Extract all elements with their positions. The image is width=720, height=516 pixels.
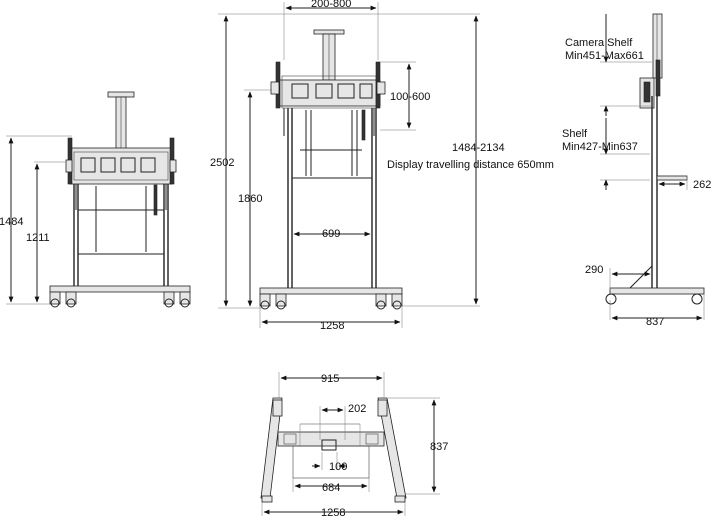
dim-202: 202 xyxy=(348,403,366,415)
camera-mount-plate xyxy=(313,29,345,35)
base-bar xyxy=(259,287,403,295)
front-view-raised: 200-800 2502 1860 100-600 699 1258 1484-… xyxy=(210,0,554,332)
shelf xyxy=(656,175,688,181)
dim-699: 699 xyxy=(322,228,340,240)
dim-915: 915 xyxy=(321,373,339,385)
travel-note: Display travelling distance 650mm xyxy=(387,159,554,171)
side-profile-view: Camera Shelf Min451-Max661 Shelf Min427-… xyxy=(562,13,711,328)
dim-100-600: 100-600 xyxy=(390,91,430,103)
dim-2502: 2502 xyxy=(210,157,234,169)
base-bar xyxy=(49,285,191,293)
dim-684: 684 xyxy=(322,482,340,494)
dim-1258: 1258 xyxy=(320,320,344,332)
dim-837-top: 837 xyxy=(430,441,448,453)
dim-262: 262 xyxy=(693,179,711,191)
dim-1484: 1484 xyxy=(0,216,23,228)
dim-837-profile: 837 xyxy=(646,316,664,328)
front-view-lowered: 1484 1211 xyxy=(0,91,191,308)
shelf-title: Shelf xyxy=(562,128,588,140)
camera-mount-plate xyxy=(107,91,135,98)
dim-1211: 1211 xyxy=(26,232,50,244)
camera-shelf-range: Min451-Max661 xyxy=(565,50,644,62)
dim-100: 100 xyxy=(329,461,347,473)
camera-shelf-title: Camera Shelf xyxy=(565,37,633,49)
dim-200-800: 200-800 xyxy=(311,0,351,10)
dim-1258-top: 1258 xyxy=(321,507,345,516)
shelf-range: Min427-Min637 xyxy=(562,141,638,153)
dim-290: 290 xyxy=(585,264,603,276)
display-box-outline xyxy=(292,445,370,479)
dim-1484-2134: 1484-2134 xyxy=(452,142,505,154)
dim-1860: 1860 xyxy=(238,193,262,205)
top-view: 915 202 100 684 837 1258 xyxy=(260,372,448,516)
